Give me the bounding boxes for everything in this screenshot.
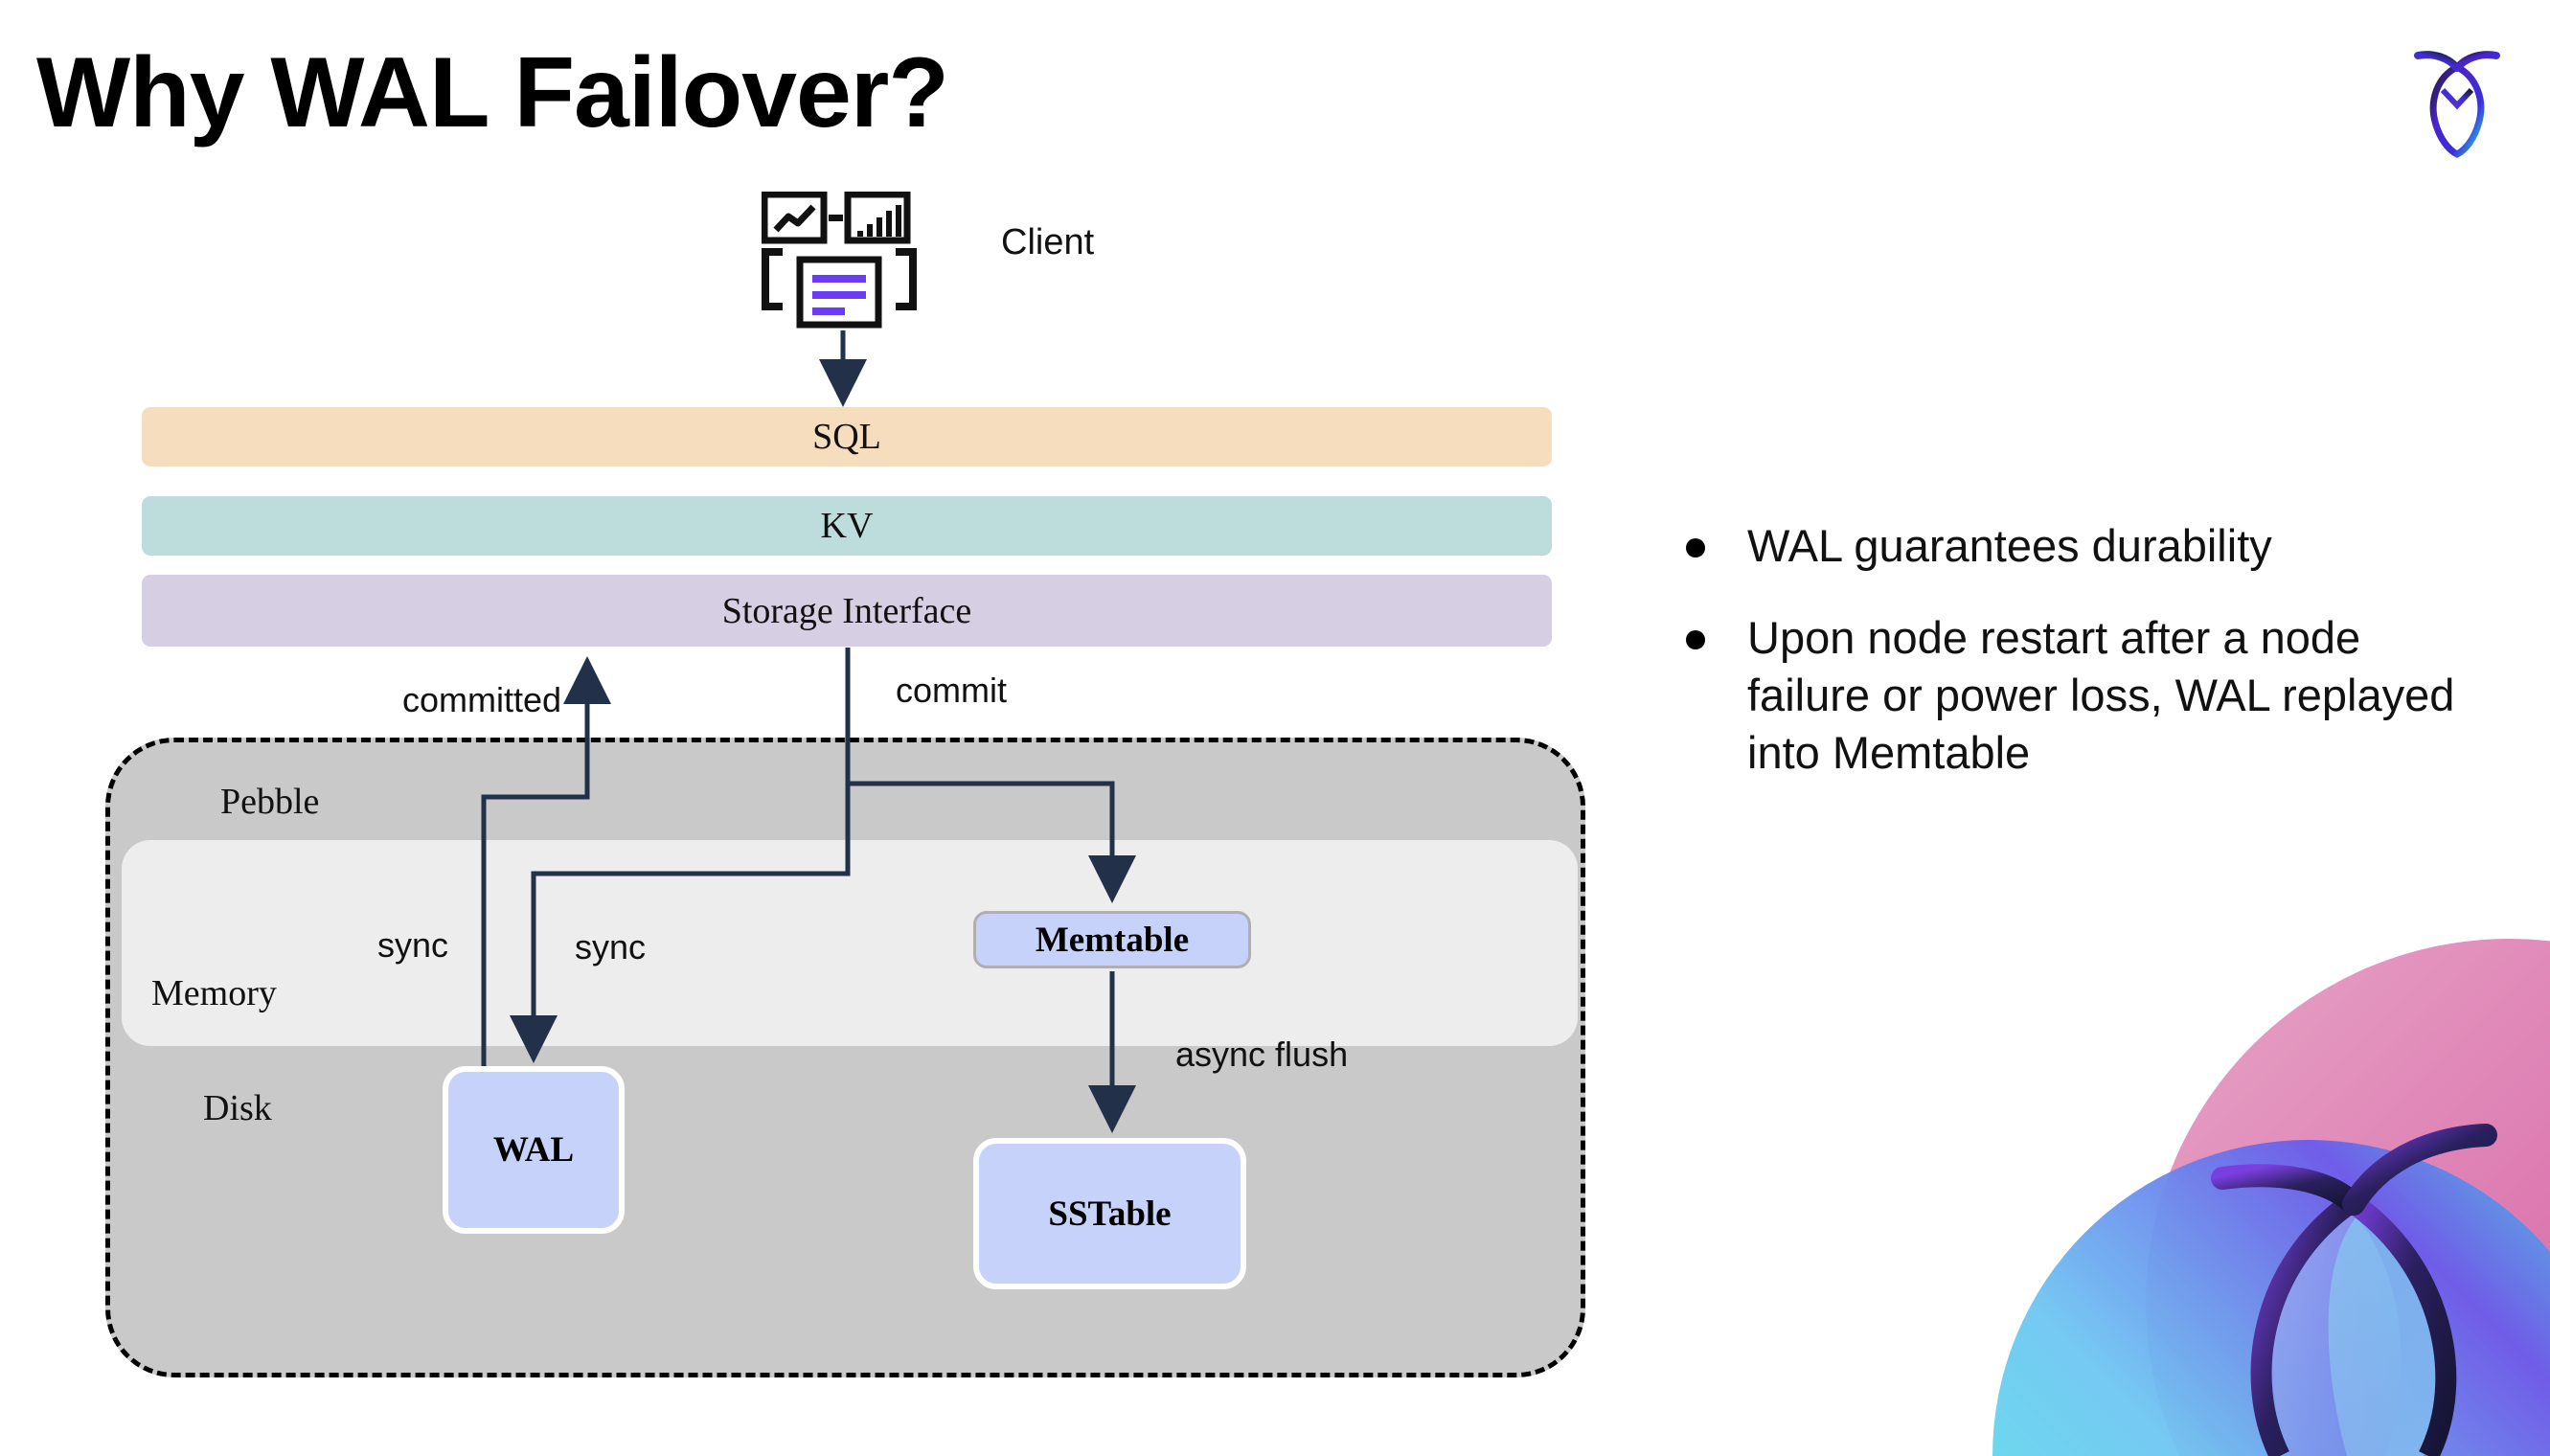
layer-bar-kv-label: KV xyxy=(820,506,874,546)
node-memtable: Memtable xyxy=(973,911,1251,968)
list-item: WAL guarantees durability xyxy=(1686,517,2481,575)
edge-label-sync-right: sync xyxy=(575,927,647,967)
cockroachdb-gradient-decoration xyxy=(1935,920,2550,1456)
memory-region xyxy=(122,840,1578,1046)
page-title: Why WAL Failover? xyxy=(36,37,949,148)
node-sstable: SSTable xyxy=(973,1138,1246,1289)
list-item: Upon node restart after a node failure o… xyxy=(1686,609,2481,782)
memory-label: Memory xyxy=(151,973,277,1013)
node-wal-label: WAL xyxy=(492,1130,575,1170)
client-dashboard-icon xyxy=(761,191,920,330)
layer-bar-sql: SQL xyxy=(142,407,1552,466)
edge-label-committed: committed xyxy=(402,680,562,719)
layer-bar-kv: KV xyxy=(142,496,1552,556)
cockroachdb-logo-icon xyxy=(2385,27,2529,171)
bullet-text: Upon node restart after a node failure o… xyxy=(1747,612,2455,779)
slide-canvas: Why WAL Failover? xyxy=(36,27,2550,1456)
bullet-dot-icon xyxy=(1686,630,1705,650)
layer-bar-storage-interface-label: Storage Interface xyxy=(721,590,972,631)
bullet-dot-icon xyxy=(1686,538,1705,557)
node-sstable-label: SSTable xyxy=(1048,1194,1172,1234)
node-wal: WAL xyxy=(443,1066,625,1234)
client-label: Client xyxy=(1001,222,1095,262)
edge-label-commit: commit xyxy=(896,671,1007,710)
edge-label-async-flush: async flush xyxy=(1175,1035,1349,1074)
bullet-list: WAL guarantees durability Upon node rest… xyxy=(1686,517,2481,817)
pebble-container xyxy=(105,738,1585,1377)
disk-label: Disk xyxy=(203,1088,272,1128)
layer-bar-sql-label: SQL xyxy=(812,417,881,457)
node-memtable-label: Memtable xyxy=(1035,920,1190,960)
edge-label-sync-left: sync xyxy=(377,925,449,965)
pebble-label: Pebble xyxy=(220,782,320,822)
bullet-text: WAL guarantees durability xyxy=(1747,520,2272,571)
layer-bar-storage-interface: Storage Interface xyxy=(142,575,1552,647)
